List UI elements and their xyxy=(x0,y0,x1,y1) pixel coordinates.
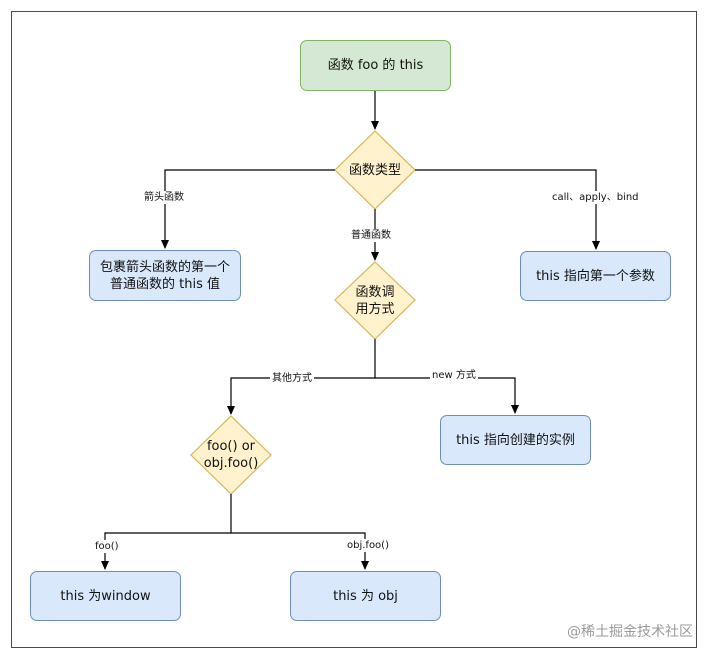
window-result-node: this 为window xyxy=(30,571,181,621)
arrow-result-node: 包裹箭头函数的第一个 普通函数的 this 值 xyxy=(89,250,241,301)
edge-obj-call xyxy=(231,532,369,570)
func-type-label: 函数类型 xyxy=(348,162,401,178)
call-style-label: 函数调 用方式 xyxy=(355,284,395,317)
edge-label-new-way: new 方式 xyxy=(430,369,478,382)
edge-foo-call xyxy=(101,494,232,570)
edge-label-other-way: 其他方式 xyxy=(270,372,314,385)
root-node: 函数 foo 的 this xyxy=(300,40,451,91)
diagram-frame xyxy=(11,11,697,648)
edge-label-foo-call: foo() xyxy=(93,540,121,553)
new-result-node: this 指向创建的实例 xyxy=(440,415,591,465)
bind-result-node: this 指向第一个参数 xyxy=(520,251,671,301)
edge-arrow-fn xyxy=(161,169,335,249)
foo-or-obj-label: foo() or obj.foo() xyxy=(203,439,259,471)
edge-label-call-apply-bind: call、apply、bind xyxy=(550,191,641,204)
edge-label-arrow-fn: 箭头函数 xyxy=(142,191,186,204)
edge-label-obj-call: obj.foo() xyxy=(345,539,391,552)
watermark: @稀土掘金技术社区 xyxy=(567,624,693,640)
obj-result-node: this 为 obj xyxy=(290,571,441,621)
edge-call-apply-bind xyxy=(415,169,600,250)
edge-label-normal-fn: 普通函数 xyxy=(349,229,393,242)
edge-new-way xyxy=(375,377,519,414)
